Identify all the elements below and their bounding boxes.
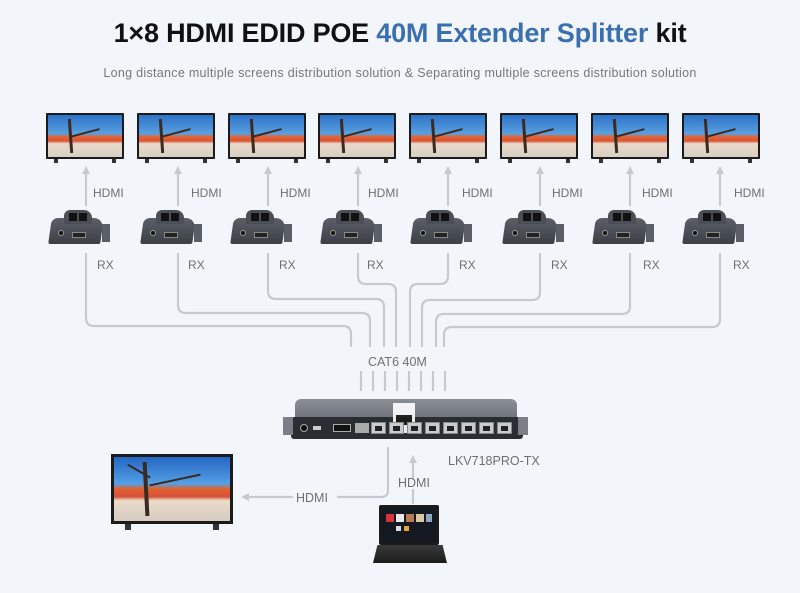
tv-display-icon — [500, 113, 578, 163]
source-hdmi-input-label: HDMI — [398, 476, 430, 490]
rx-label: RX — [643, 258, 660, 272]
rx-label: RX — [97, 258, 114, 272]
tv-display-icon — [409, 113, 487, 163]
tv-display-icon — [318, 113, 396, 163]
hdmi-label: HDMI — [462, 186, 493, 200]
cable-length-label: CAT6 40M — [368, 355, 427, 369]
tv-display-icon — [46, 113, 124, 163]
laptop-source-icon — [373, 505, 451, 565]
rx-receiver-icon — [140, 210, 202, 244]
hdmi-label: HDMI — [93, 186, 124, 200]
rx-label: RX — [367, 258, 384, 272]
subtitle: Long distance multiple screens distribut… — [103, 66, 697, 80]
rx-receiver-icon — [48, 210, 110, 244]
tv-display-icon — [682, 113, 760, 163]
rx-label: RX — [459, 258, 476, 272]
hdmi-label: HDMI — [734, 186, 765, 200]
rx-label: RX — [279, 258, 296, 272]
rx-receiver-icon — [320, 210, 382, 244]
tv-display-icon — [137, 113, 215, 163]
tv-display-icon — [228, 113, 306, 163]
local-tv-display-icon — [111, 454, 233, 530]
rx-label: RX — [188, 258, 205, 272]
rx-label: RX — [733, 258, 750, 272]
title-suffix: kit — [655, 18, 687, 48]
rx-label: RX — [551, 258, 568, 272]
hdmi-label: HDMI — [642, 186, 673, 200]
hdmi-label: HDMI — [280, 186, 311, 200]
rx-receiver-icon — [682, 210, 744, 244]
title-prefix: 1×8 HDMI EDID POE — [113, 18, 370, 48]
page-title: 1×8 HDMI EDID POE 40M Extender Splitter … — [0, 18, 800, 49]
rx-receiver-icon — [410, 210, 472, 244]
hdmi-label: HDMI — [191, 186, 222, 200]
tv-display-icon — [591, 113, 669, 163]
tx-transmitter-icon — [283, 395, 528, 445]
tx-model-label: LKV718PRO-TX — [448, 454, 540, 468]
rx-receiver-icon — [592, 210, 654, 244]
rx-receiver-icon — [230, 210, 292, 244]
rx-receiver-icon — [502, 210, 564, 244]
hdmi-label: HDMI — [368, 186, 399, 200]
title-accent: 40M Extender Splitter — [376, 18, 649, 48]
hdmi-label: HDMI — [552, 186, 583, 200]
local-hdmi-output-label: HDMI — [296, 491, 328, 505]
